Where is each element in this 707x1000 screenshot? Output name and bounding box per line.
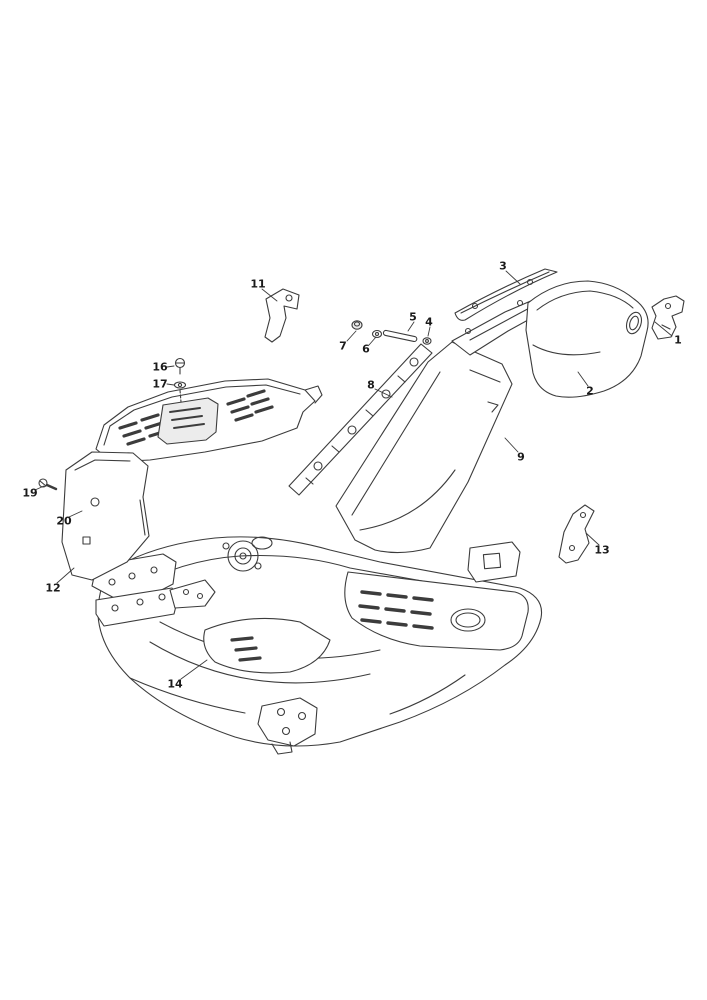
bracket-13 <box>558 504 595 564</box>
callout-6: 6 <box>362 342 370 356</box>
callout-13: 13 <box>594 543 610 557</box>
callout-8: 8 <box>367 378 375 392</box>
right-cover <box>525 280 649 398</box>
callout-12: 12 <box>45 581 61 595</box>
leader-lines <box>34 270 673 680</box>
callout-1: 1 <box>674 333 682 347</box>
callout-7: 7 <box>339 339 347 353</box>
callout-19: 19 <box>22 486 38 500</box>
callout-20: 20 <box>56 514 72 528</box>
callout-16: 16 <box>152 360 168 374</box>
top-strip <box>454 268 558 321</box>
hardware-pins <box>351 320 432 345</box>
left-upper-cover <box>95 378 323 463</box>
center-guard-panel <box>335 341 513 554</box>
deck-front-guard <box>203 617 331 674</box>
clamp-bracket <box>651 295 685 340</box>
screw-19 <box>38 478 58 491</box>
callout-4: 4 <box>425 315 433 329</box>
callout-11: 11 <box>250 277 266 291</box>
callout-2: 2 <box>586 384 594 398</box>
deck-vent-guard <box>344 571 529 651</box>
callout-9: 9 <box>517 450 525 464</box>
bracket-11 <box>264 288 300 343</box>
callout-14: 14 <box>167 677 183 691</box>
left-side-panel <box>61 451 150 581</box>
callout-5: 5 <box>409 310 417 324</box>
belt-guard-strip <box>288 343 433 496</box>
bolt-washer-16-17 <box>173 357 187 403</box>
callout-3: 3 <box>499 259 507 273</box>
callout-17: 17 <box>152 377 168 391</box>
